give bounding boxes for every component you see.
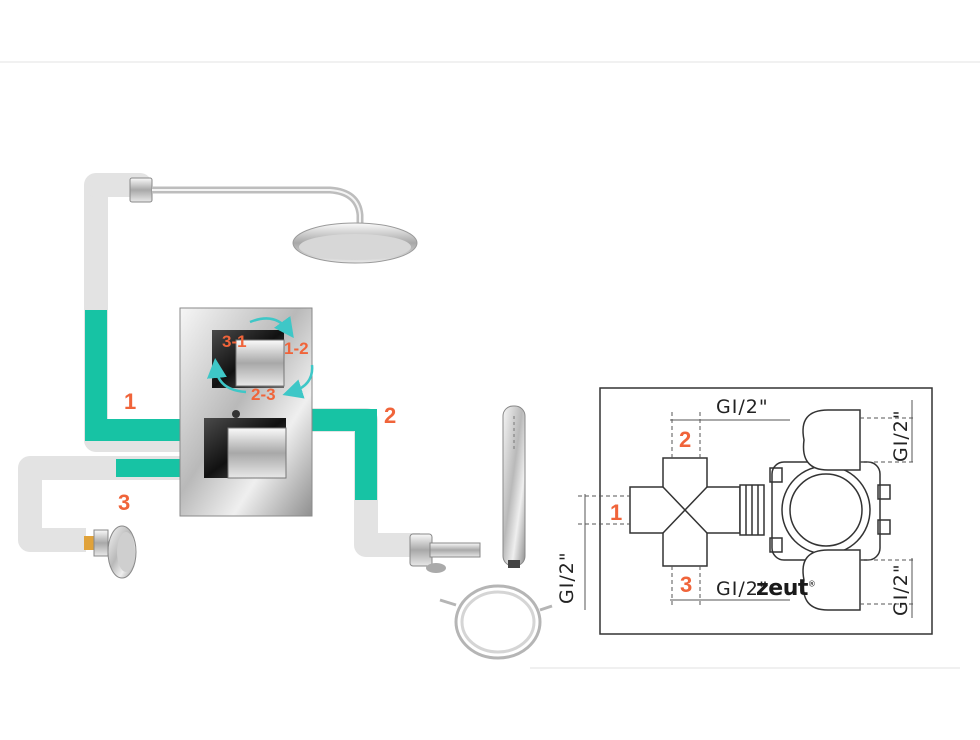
thread-label-bottom: GI/2": [716, 578, 769, 600]
wall-spout: [409, 533, 481, 573]
brand-text: zeut: [756, 576, 808, 601]
thread-label-left: GI/2": [556, 551, 578, 604]
rain-shower-head: [129, 177, 418, 264]
pipe-2: [312, 408, 420, 557]
diverter-arrows: [206, 316, 314, 399]
outlet-1-label: 1: [124, 389, 137, 414]
body-jet: [84, 525, 137, 579]
outlet-2-label: 2: [384, 403, 397, 428]
thread-label-right-top: GI/2": [890, 409, 912, 462]
pipe-1: [84, 173, 182, 452]
diverter-label-1-2: 1-2: [284, 339, 309, 358]
port-1-label: 1: [610, 500, 623, 525]
brand-logo: zeut®: [756, 576, 816, 601]
port-3-label: 3: [680, 572, 693, 597]
diverter-label-2-3: 2-3: [251, 385, 276, 404]
port-2-label: 2: [679, 427, 692, 452]
shower-hose: [439, 584, 553, 660]
valve-technical-drawing: [578, 387, 933, 635]
thread-label-right-bottom: GI/2": [890, 563, 912, 616]
diverter-label-3-1: 3-1: [222, 332, 247, 351]
outlet-3-label: 3: [118, 490, 131, 515]
thread-label-top: GI/2": [716, 396, 769, 418]
hand-shower: [502, 405, 526, 568]
thermostatic-control-plate: [179, 307, 313, 517]
pipe-3: [18, 456, 182, 552]
